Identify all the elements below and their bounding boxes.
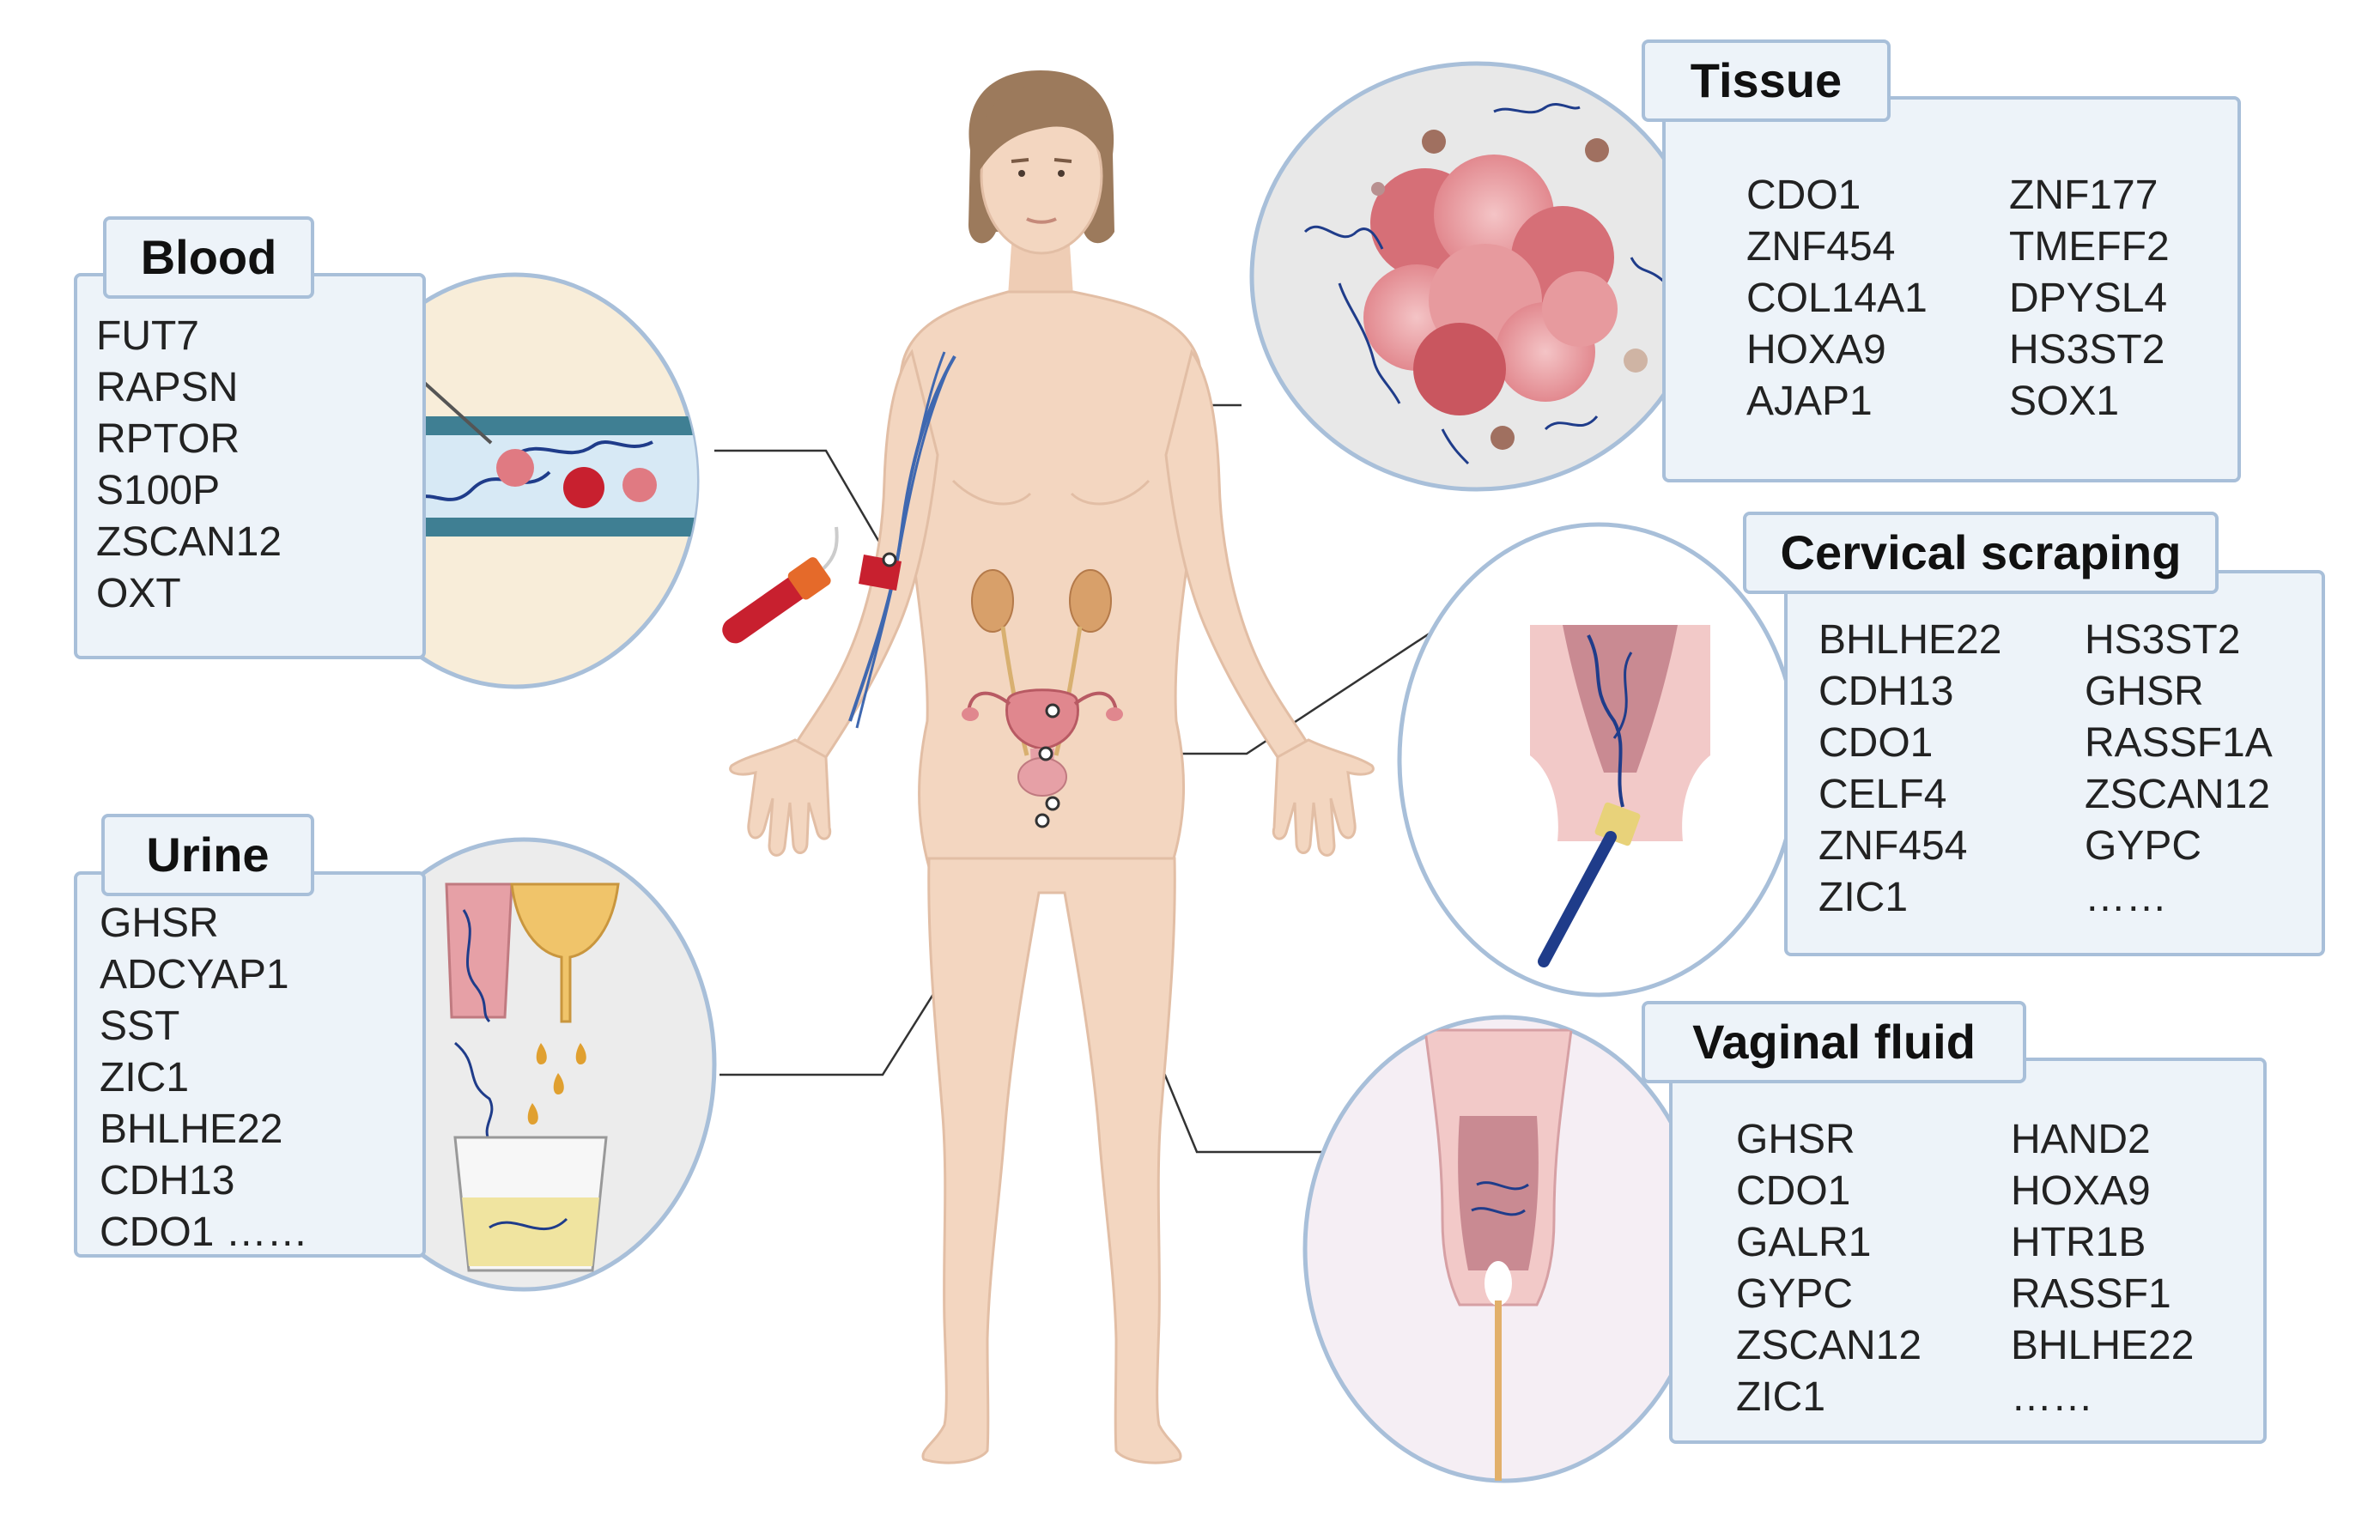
gene-label: CDO1 …… — [100, 1210, 308, 1255]
gene-label: COL14A1 — [1746, 276, 1928, 321]
gene-label: CDH13 — [1818, 669, 1954, 714]
gene-label: HOXA9 — [1746, 327, 1886, 373]
blood-panel — [74, 273, 426, 659]
gene-label: CELF4 — [1818, 772, 1947, 817]
gene-label: CDO1 — [1746, 173, 1861, 218]
urine-gene-list: GHSR ADCYAP1 SST ZIC1 BHLHE22 CDH13 CDO1… — [100, 898, 308, 1258]
tissue-illustration — [1249, 61, 1704, 492]
gene-label: HTR1B — [2011, 1220, 2146, 1265]
gene-label: …… — [2011, 1374, 2093, 1420]
vaginal-gene-list-left: GHSR CDO1 GALR1 GYPC ZSCAN12 ZIC1 — [1736, 1114, 1922, 1423]
gene-label: SST — [100, 1003, 180, 1049]
cervical-gene-list-right: HS3ST2 GHSR RASSF1A ZSCAN12 GYPC …… — [2085, 615, 2273, 924]
gene-label: TMEFF2 — [2009, 224, 2170, 270]
tissue-panel-title: Tissue — [1642, 39, 1891, 122]
gene-label: ZNF454 — [1746, 224, 1896, 270]
gene-label: HS3ST2 — [2085, 617, 2241, 663]
gene-label: GALR1 — [1736, 1220, 1872, 1265]
gene-label: AJAP1 — [1746, 379, 1873, 424]
gene-label: RASSF1 — [2011, 1271, 2171, 1317]
tissue-gene-list-right: ZNF177 TMEFF2 DPYSL4 HS3ST2 SOX1 — [2009, 170, 2170, 427]
gene-label: BHLHE22 — [2011, 1323, 2195, 1368]
urine-panel — [74, 871, 426, 1258]
gene-label: ZSCAN12 — [96, 519, 282, 565]
gene-label: GHSR — [1736, 1117, 1855, 1162]
cervical-illustration — [1397, 522, 1800, 997]
gene-label: ADCYAP1 — [100, 952, 289, 997]
gene-label: GHSR — [2085, 669, 2204, 714]
gene-label: RASSF1A — [2085, 720, 2273, 766]
gene-label: ZIC1 — [1736, 1374, 1826, 1420]
gene-label: BHLHE22 — [100, 1106, 283, 1152]
gene-label: GYPC — [1736, 1271, 1854, 1317]
human-figure — [722, 70, 1375, 1464]
gene-label: FUT7 — [96, 313, 199, 359]
urine-illustration — [331, 837, 717, 1292]
blood-gene-list: FUT7 RAPSN RPTOR S100P ZSCAN12 OXT — [96, 311, 282, 620]
gene-label: DPYSL4 — [2009, 276, 2168, 321]
cervical-panel-title: Cervical scraping — [1743, 512, 2219, 594]
gene-label: CDO1 — [1818, 720, 1934, 766]
gene-label: ZNF454 — [1818, 823, 1968, 869]
gene-label: BHLHE22 — [1818, 617, 2002, 663]
vaginal-panel — [1669, 1058, 2267, 1444]
urine-panel-title: Urine — [101, 814, 314, 896]
gene-label: ZSCAN12 — [2085, 772, 2271, 817]
gene-label: CDH13 — [100, 1158, 235, 1204]
blood-panel-title: Blood — [103, 216, 314, 299]
gene-label: HS3ST2 — [2009, 327, 2165, 373]
vaginal-gene-list-right: HAND2 HOXA9 HTR1B RASSF1 BHLHE22 …… — [2011, 1114, 2194, 1423]
gene-label: HOXA9 — [2011, 1168, 2151, 1214]
gene-label: GYPC — [2085, 823, 2202, 869]
gene-label: OXT — [96, 571, 181, 616]
gene-label: …… — [2085, 875, 2167, 920]
gene-label: ZSCAN12 — [1736, 1323, 1922, 1368]
gene-label: SOX1 — [2009, 379, 2120, 424]
gene-label: ZNF177 — [2009, 173, 2158, 218]
tissue-panel — [1662, 96, 2241, 482]
vaginal-illustration — [1302, 1015, 1706, 1483]
cervical-gene-list-left: BHLHE22 CDH13 CDO1 CELF4 ZNF454 ZIC1 — [1818, 615, 2001, 924]
gene-label: ZIC1 — [100, 1055, 190, 1100]
gene-label: HAND2 — [2011, 1117, 2151, 1162]
gene-label: CDO1 — [1736, 1168, 1851, 1214]
gene-label: S100P — [96, 468, 221, 513]
tissue-gene-list-left: CDO1 ZNF454 COL14A1 HOXA9 AJAP1 — [1746, 170, 1928, 427]
gene-label: GHSR — [100, 900, 219, 946]
gene-label: RAPSN — [96, 365, 239, 410]
vaginal-panel-title: Vaginal fluid — [1642, 1001, 2026, 1083]
gene-label: RPTOR — [96, 416, 240, 462]
gene-label: ZIC1 — [1818, 875, 1909, 920]
